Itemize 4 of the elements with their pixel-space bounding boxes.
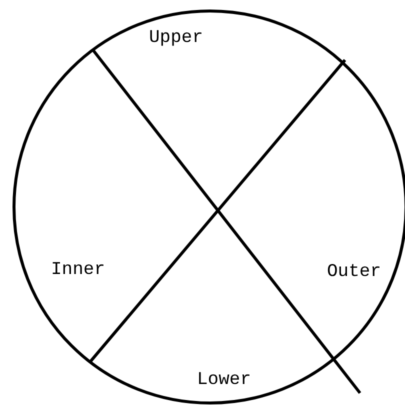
quadrant-label: Outer bbox=[327, 262, 381, 282]
quadrant-label: Upper bbox=[149, 28, 203, 48]
quadrant-label: Lower bbox=[197, 370, 251, 390]
quadrant-label: Inner bbox=[51, 260, 105, 280]
